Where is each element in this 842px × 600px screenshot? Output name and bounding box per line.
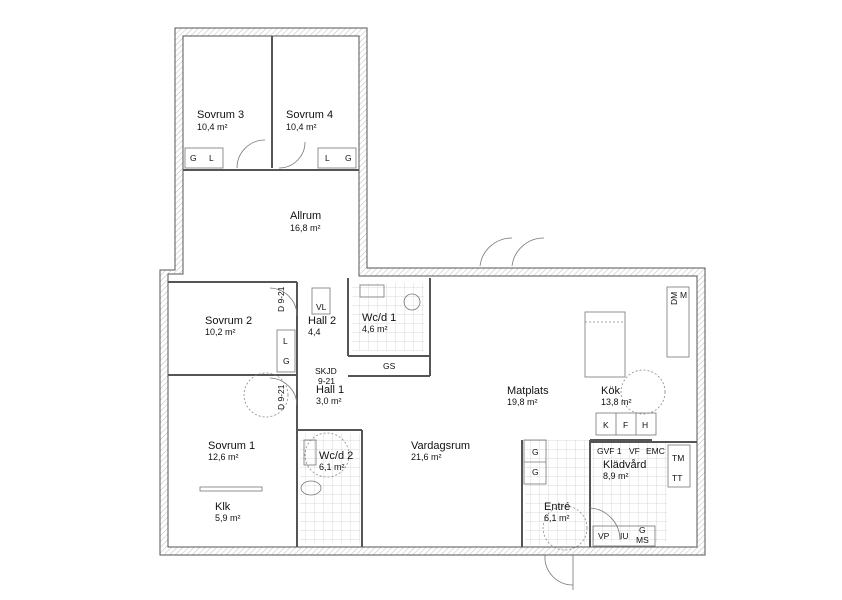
- room-area: 6,1 m²: [319, 462, 345, 472]
- fixture-label: 9-21: [318, 376, 335, 386]
- toilet: [300, 480, 322, 496]
- room-matplats: Matplats 19,8 m²: [507, 385, 549, 407]
- room-name: Wc/d 2: [319, 450, 353, 462]
- room-name: Vardagsrum: [411, 440, 470, 452]
- room-kok: Kök 13,8 m²: [601, 385, 632, 407]
- room-hall-2: Hall 2 4,4: [308, 315, 336, 337]
- room-sovrum-1: Sovrum 1 12,6 m²: [208, 440, 255, 462]
- fixture-label: M: [680, 290, 687, 300]
- fixture-label: G: [190, 153, 197, 163]
- fixture-label: G: [532, 467, 539, 477]
- fixture-label: H: [642, 420, 648, 430]
- fixture-label: G: [283, 356, 290, 366]
- fixture-label: MS: [636, 535, 649, 545]
- fixture-label: GS: [383, 361, 396, 371]
- fixture-label: VL: [316, 302, 327, 312]
- kitchen-island: [584, 311, 626, 378]
- fixture-label: EMC: [646, 446, 665, 456]
- room-name: Sovrum 3: [197, 109, 244, 121]
- wcd2-tiles: [300, 433, 360, 543]
- room-area: 4,6 m²: [362, 324, 388, 334]
- room-area: 19,8 m²: [507, 397, 538, 407]
- room-name: Klädvård: [603, 459, 646, 471]
- fixture-label: IU: [620, 531, 629, 541]
- room-wcd-1: Wc/d 1 4,6 m²: [362, 312, 396, 334]
- room-klk: Klk 5,9 m²: [215, 501, 241, 523]
- room-name: Hall 1: [316, 384, 344, 396]
- fixture-label: VF: [629, 446, 640, 456]
- closet-rail: [199, 486, 263, 492]
- room-area: 3,0 m²: [316, 396, 342, 406]
- room-area: 10,2 m²: [205, 327, 236, 337]
- toilet: [403, 293, 421, 311]
- room-hall-1: Hall 1 3,0 m²: [316, 384, 344, 406]
- fixture-label: G: [345, 153, 352, 163]
- room-name: Hall 2: [308, 315, 336, 327]
- room-name: Wc/d 1: [362, 312, 396, 324]
- room-allrum: Allrum 16,8 m²: [290, 210, 321, 233]
- fixture-label: TM: [672, 453, 684, 463]
- room-kladvard: Klädvård 8,9 m²: [603, 459, 646, 481]
- room-area: 16,8 m²: [290, 223, 321, 233]
- room-area: 5,9 m²: [215, 513, 241, 523]
- fixture-label: TT: [672, 473, 682, 483]
- outer-wall: [159, 27, 706, 556]
- room-area: 8,9 m²: [603, 471, 629, 481]
- fixture-label: L: [209, 153, 214, 163]
- room-area: 10,4 m²: [286, 122, 317, 132]
- fixture-label: G: [532, 447, 539, 457]
- furniture: [184, 147, 691, 547]
- room-wcd-2: Wc/d 2 6,1 m²: [319, 450, 353, 472]
- room-area: 12,6 m²: [208, 452, 239, 462]
- doors: [236, 139, 666, 590]
- room-area: 4,4: [308, 327, 321, 337]
- room-area: 10,4 m²: [197, 122, 228, 132]
- fixture-label: K: [603, 420, 609, 430]
- room-name: Matplats: [507, 385, 549, 397]
- fixture-label: DM: [669, 292, 679, 305]
- room-entre: Entré 6,1 m²: [544, 501, 570, 523]
- room-area: 21,6 m²: [411, 452, 442, 462]
- entre-tiles: [525, 440, 590, 545]
- room-name: Entré: [544, 501, 570, 513]
- room-area: 6,1 m²: [544, 513, 570, 523]
- room-name: Klk: [215, 501, 231, 513]
- kladvard-tiles: [592, 442, 667, 542]
- sink: [303, 439, 317, 466]
- room-sovrum-2: Sovrum 2 10,2 m²: [205, 315, 252, 337]
- fixture-label: G: [639, 525, 646, 535]
- room-sovrum-3: Sovrum 3 10,4 m²: [197, 109, 244, 132]
- door-label: D 9-21: [276, 286, 286, 312]
- room-name: Allrum: [290, 210, 321, 222]
- fixture-label: F: [623, 420, 628, 430]
- room-vardagsrum: Vardagsrum 21,6 m²: [411, 440, 470, 462]
- room-name: Sovrum 2: [205, 315, 252, 327]
- door-label: D 9-21: [276, 384, 286, 410]
- fixture-label: VP: [598, 531, 610, 541]
- fixture-label: L: [325, 153, 330, 163]
- fixture-label: GVF 1: [597, 446, 622, 456]
- room-name: Sovrum 1: [208, 440, 255, 452]
- room-name: Sovrum 4: [286, 109, 333, 121]
- fixture-labels: G L L G L G D 9-21 D 9-21 VL SKJD 9-21 G…: [190, 153, 687, 545]
- fixture-label: SKJD: [315, 366, 337, 376]
- room-sovrum-4: Sovrum 4 10,4 m²: [286, 109, 333, 132]
- room-area: 13,8 m²: [601, 397, 632, 407]
- interior-walls: [168, 36, 697, 547]
- sink: [359, 284, 385, 298]
- room-name: Kök: [601, 385, 620, 397]
- fixture-label: L: [283, 336, 288, 346]
